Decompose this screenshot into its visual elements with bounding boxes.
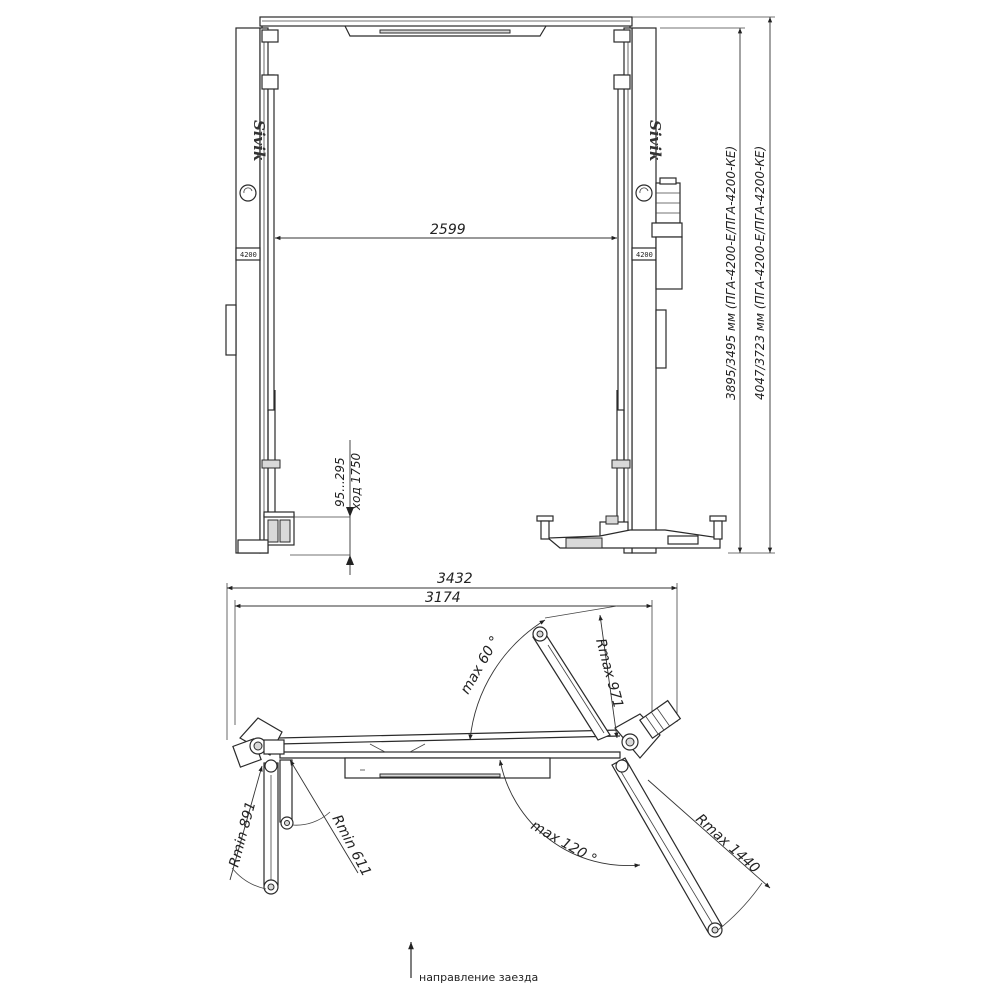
drive-direction-label: направление заезда xyxy=(419,971,538,984)
right-column-badge: 4200 xyxy=(636,251,653,259)
pad-height-range-label: 95...295 xyxy=(333,457,347,507)
left-short-arm xyxy=(279,759,294,830)
lift-travel-label: ход 1750 xyxy=(349,453,363,511)
drive-direction-indicator: направление заезда xyxy=(408,942,538,984)
dimension-3174-label: 3174 xyxy=(425,590,461,606)
long-arm-lower-right xyxy=(611,757,723,938)
long-arm-max-angle-label: max 120 ° xyxy=(528,818,599,868)
dimension-3432-label: 3432 xyxy=(437,571,473,587)
left-long-arm xyxy=(263,759,279,895)
right-column-logo: Sivik xyxy=(646,120,664,161)
overhead-crossbeam xyxy=(259,16,633,38)
hydraulic-power-unit xyxy=(651,177,683,369)
dimension-overall-height: 3895/3495 мм (ПГА-4200-Е/ПГА-4200-КЕ) 40… xyxy=(632,16,775,554)
right-column-top xyxy=(614,699,682,759)
max-height-label: 4047/3723 мм (ПГА-4200-Е/ПГА-4200-КЕ) xyxy=(753,146,767,400)
left-column-badge: 4200 xyxy=(240,251,257,259)
top-view: 3432 3174 xyxy=(226,571,771,938)
short-arm-rmin-label: Rmin 611 xyxy=(328,812,374,879)
dimension-pad-height: 95...295 ход 1750 xyxy=(290,440,363,575)
right-column: 4200 Sivik xyxy=(599,27,683,554)
left-brand-emblem-icon xyxy=(239,184,257,202)
dimension-column-spacing: 2599 xyxy=(275,222,617,241)
left-column: 4200 Sivik xyxy=(225,27,295,554)
short-arm-max-angle-label: max 60 ° xyxy=(458,633,504,697)
long-arm-rmin-label: Rmin 891 xyxy=(226,800,259,869)
front-view: 4200 Sivik 4200 Sivik xyxy=(225,16,775,575)
right-brand-emblem-icon xyxy=(635,184,653,202)
left-column-logo: Sivik xyxy=(250,120,268,161)
short-arm-rmax-label: Rmax 971 xyxy=(592,637,626,710)
motor-top-view xyxy=(639,699,682,739)
long-arm-rmax-label: Rmax 1440 xyxy=(692,811,762,877)
overall-height-label: 3895/3495 мм (ПГА-4200-Е/ПГА-4200-КЕ) xyxy=(724,146,738,400)
front-view-lift-arms xyxy=(536,515,727,549)
base-frame xyxy=(277,729,621,779)
left-column-top xyxy=(232,717,285,768)
dimension-overall-width: 3432 3174 xyxy=(226,571,678,740)
long-arm-rmin-annotation: Rmin 891 xyxy=(226,765,267,890)
dimension-2599-label: 2599 xyxy=(430,222,466,238)
